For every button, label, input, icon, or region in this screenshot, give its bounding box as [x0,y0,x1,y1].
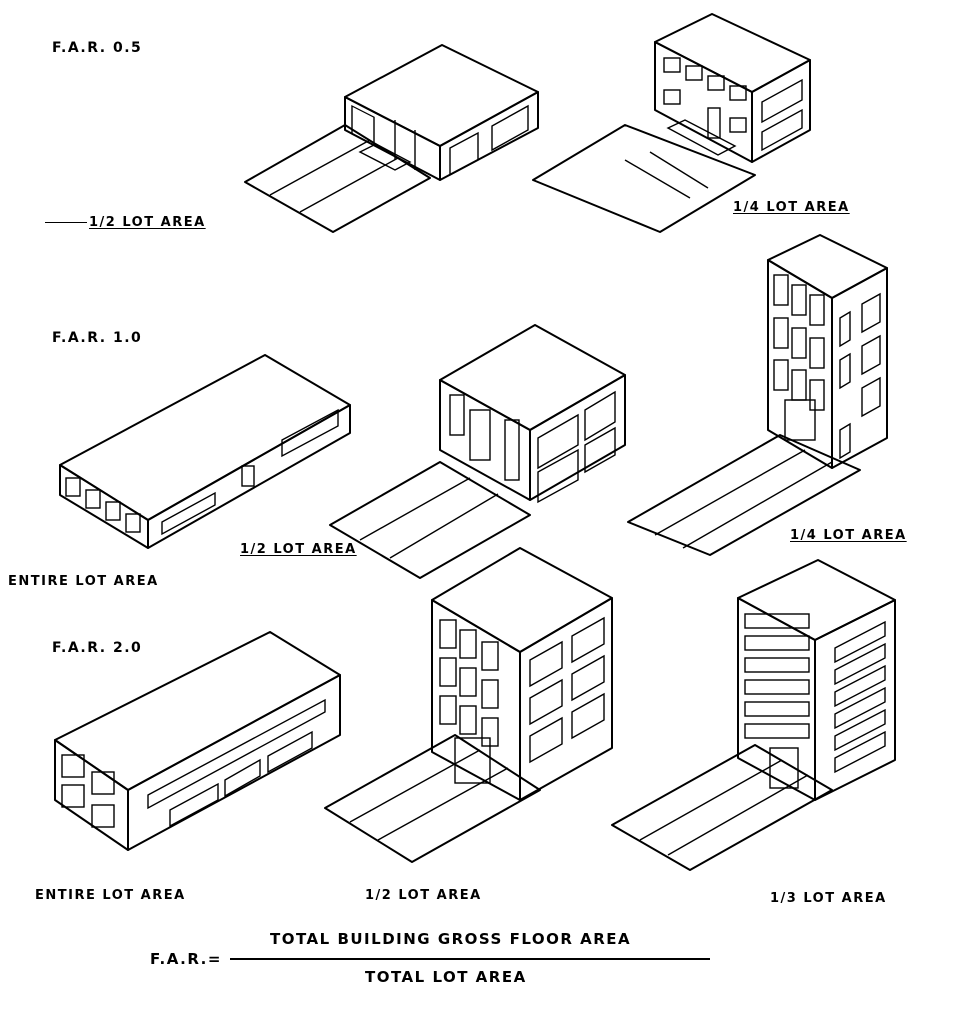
far-label-row3: F.A.R. 2.0 [52,640,143,656]
caption-row3-third: 1/3 LOT AREA [770,891,887,906]
lot-far20-third [611,744,833,871]
lot-far10-quarter [627,434,861,556]
caption-row3-half: 1/2 LOT AREA [365,888,482,903]
caption-row1-quarter: 1/4 LOT AREA [733,200,850,215]
caption-text: 1/4 LOT AREA [733,200,850,215]
building-far10-four-story [767,234,888,469]
caption-row2-quarter: 1/4 LOT AREA [790,528,907,543]
caption-leader-line [45,222,87,223]
caption-row2-entire: ENTIRE LOT AREA [8,574,159,589]
lot-far20-half [324,734,541,863]
building-far10-two-story [439,324,626,504]
lot-far05-half [244,124,431,233]
far-formula: F.A.R.= TOTAL BUILDING GROSS FLOOR AREA … [150,930,710,1000]
building-far10-entire [59,354,351,549]
formula-denominator: TOTAL LOT AREA [365,968,527,986]
formula-lhs: F.A.R.= [150,950,222,968]
far-label-row1: F.A.R. 0.5 [52,40,143,56]
lot-far05-quarter [532,124,756,233]
caption-row1-half: 1/2 LOT AREA [45,215,206,230]
formula-numerator: TOTAL BUILDING GROSS FLOOR AREA [270,930,632,948]
caption-text: 1/2 LOT AREA [89,215,206,230]
building-far05-two-story [654,13,811,163]
caption-row3-entire: ENTIRE LOT AREA [35,888,186,903]
caption-text: 1/2 LOT AREA [240,542,357,557]
formula-fraction-bar [230,958,710,960]
far-label-row2: F.A.R. 1.0 [52,330,143,346]
building-far20-four-story [431,547,613,801]
building-far20-entire [54,631,341,851]
caption-text: 1/4 LOT AREA [790,528,907,543]
caption-row2-half: 1/2 LOT AREA [240,542,357,557]
building-far20-six-story [737,559,896,801]
lot-far10-half [329,461,531,579]
building-far05-one-story [344,44,539,181]
